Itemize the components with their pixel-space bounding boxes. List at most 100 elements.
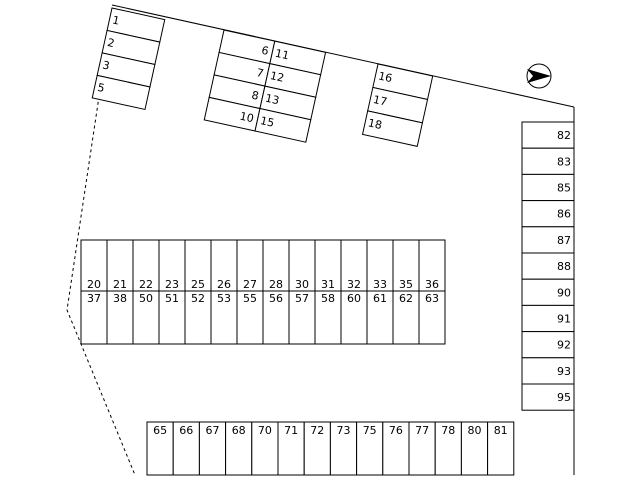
parking-space[interactable] (198, 421, 227, 476)
space-number: 77 (415, 424, 429, 437)
space-number: 53 (217, 292, 231, 305)
parking-space[interactable] (521, 331, 575, 359)
space-number: 71 (284, 424, 298, 437)
parking-space[interactable] (487, 421, 515, 476)
space-number: 5 (96, 81, 106, 95)
space-number: 38 (113, 292, 127, 305)
parking-space[interactable] (184, 290, 212, 345)
parking-space[interactable] (251, 421, 279, 476)
parking-space[interactable] (361, 110, 423, 147)
parking-space[interactable] (210, 290, 238, 345)
space-number: 17 (372, 93, 388, 109)
parking-space[interactable] (356, 421, 384, 476)
parking-space[interactable] (418, 290, 446, 345)
space-number: 83 (557, 155, 571, 168)
parking-space[interactable] (80, 290, 108, 345)
space-number: 90 (557, 286, 571, 299)
space-number: 35 (399, 278, 413, 291)
north-arrow-icon (526, 63, 552, 89)
parking-space[interactable] (382, 421, 410, 476)
space-number: 52 (191, 292, 205, 305)
parking-space[interactable] (521, 278, 575, 306)
space-number: 93 (557, 365, 571, 378)
space-number: 6 (260, 44, 270, 58)
parking-space[interactable] (521, 200, 575, 228)
space-number: 11 (274, 47, 290, 63)
space-number: 68 (232, 424, 246, 437)
parking-space[interactable] (392, 290, 420, 345)
space-number: 37 (87, 292, 101, 305)
space-number: 57 (295, 292, 309, 305)
space-number: 10 (239, 110, 255, 126)
parking-space[interactable] (262, 290, 290, 345)
space-number: 60 (347, 292, 361, 305)
parking-space[interactable] (106, 239, 134, 292)
parking-space[interactable] (158, 239, 186, 292)
space-number: 36 (425, 278, 439, 291)
parking-space[interactable] (91, 74, 151, 111)
parking-center-block: 2037213822502351255226532755285630573158… (80, 239, 446, 345)
space-number: 92 (557, 339, 571, 352)
parking-space[interactable] (158, 290, 186, 345)
space-number: 2 (106, 36, 116, 50)
space-number: 63 (425, 292, 439, 305)
space-number: 58 (321, 292, 335, 305)
space-number: 13 (264, 92, 280, 108)
parking-space[interactable] (277, 421, 305, 476)
space-number: 91 (557, 313, 571, 326)
space-number: 12 (269, 69, 285, 85)
space-number: 65 (153, 424, 167, 437)
space-number: 32 (347, 278, 361, 291)
space-number: 81 (494, 424, 508, 437)
space-number: 3 (101, 58, 111, 72)
parking-space[interactable] (460, 421, 489, 476)
space-number: 62 (399, 292, 413, 305)
space-number: 23 (165, 278, 179, 291)
parking-space[interactable] (146, 421, 174, 476)
space-number: 78 (441, 424, 455, 437)
parking-space[interactable] (132, 290, 160, 345)
space-number: 27 (243, 278, 257, 291)
space-number: 88 (557, 260, 571, 273)
space-number: 76 (389, 424, 403, 437)
space-number: 16 (377, 70, 393, 86)
space-number: 87 (557, 234, 571, 247)
parking-space[interactable] (184, 239, 212, 292)
parking-space[interactable] (521, 173, 575, 202)
space-number: 22 (139, 278, 153, 291)
space-number: 28 (269, 278, 283, 291)
space-number: 56 (269, 292, 283, 305)
parking-space[interactable] (288, 290, 316, 345)
parking-space[interactable] (80, 239, 108, 292)
space-number: 20 (87, 278, 101, 291)
space-number: 70 (258, 424, 272, 437)
space-number: 7 (255, 66, 265, 80)
parking-space[interactable] (408, 421, 436, 476)
parking-space[interactable] (236, 290, 264, 345)
parking-space[interactable] (521, 357, 575, 385)
parking-space[interactable] (366, 290, 394, 345)
parking-space[interactable] (366, 239, 394, 292)
space-number: 82 (557, 129, 571, 142)
space-number: 21 (113, 278, 127, 291)
parking-space[interactable] (521, 121, 575, 149)
space-number: 51 (165, 292, 179, 305)
parking-space[interactable] (340, 290, 368, 345)
space-number: 86 (557, 208, 571, 221)
parking-space[interactable] (225, 421, 253, 476)
space-number: 15 (259, 114, 275, 130)
parking-space[interactable] (210, 239, 238, 292)
parking-space[interactable] (172, 421, 200, 476)
parking-space[interactable] (329, 421, 358, 476)
space-number: 31 (321, 278, 335, 291)
parking-space[interactable] (106, 290, 134, 345)
parking-space[interactable] (521, 226, 575, 254)
parking-space[interactable] (521, 383, 575, 411)
space-number: 55 (243, 292, 257, 305)
space-number: 73 (337, 424, 351, 437)
parking-space[interactable] (254, 107, 312, 143)
